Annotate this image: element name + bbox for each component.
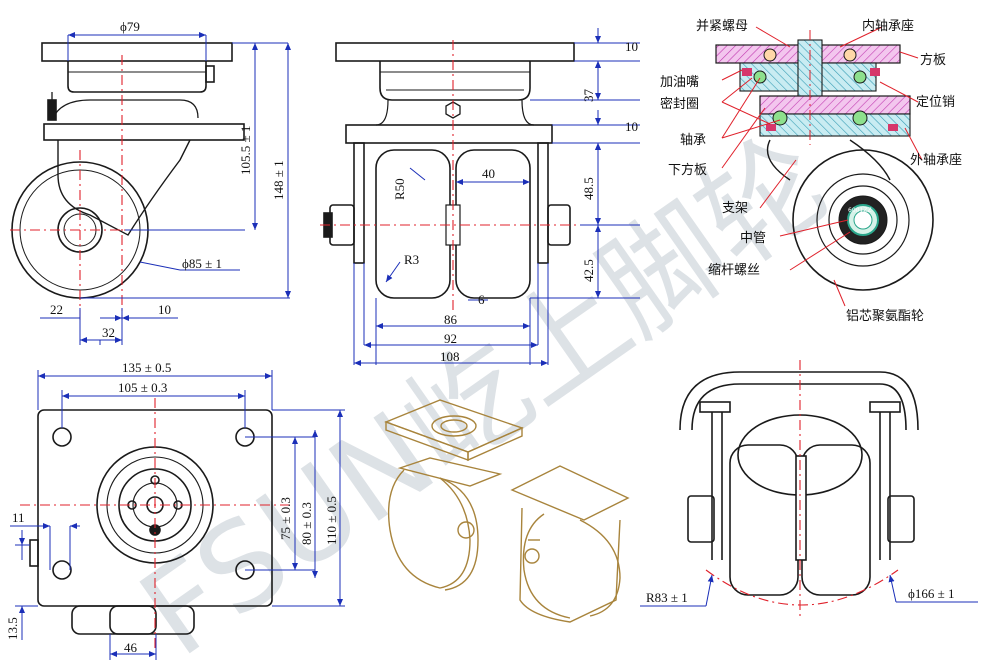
label-grease-nipple: 加油嘴 [660, 75, 699, 90]
dim-front-10a: 10 [625, 39, 638, 54]
label-locating-pin: 定位销 [916, 95, 955, 110]
top-plate-front [335, 42, 575, 62]
bolt-stub [47, 99, 57, 121]
label-inner-bearing-seat: 内轴承座 [862, 18, 914, 34]
side-view-dims [40, 32, 291, 345]
dim-rear-radius: R83 ± 1 [646, 590, 688, 605]
rear-view [679, 360, 919, 620]
dim-plate-hole-height-75: 75 ± 0.3 [278, 497, 293, 540]
dim-tread-radius: R50 [392, 178, 407, 200]
rear-view-dims [640, 574, 978, 607]
label-center-tube: 中管 [740, 231, 766, 246]
dim-plate-hole-width: 105 ± 0.3 [118, 380, 167, 395]
callout-leaders [721, 26, 923, 307]
dim-plate-hole-diameter: 11 [12, 510, 25, 525]
dim-edge-radius: R3 [404, 252, 419, 267]
dim-width-86: 86 [444, 312, 458, 327]
section-view: 6001ZZ [715, 30, 934, 291]
dim-wheel-width: 40 [482, 166, 495, 181]
dim-plate-outer-width: 135 ± 0.5 [122, 360, 171, 375]
fork-leg [57, 139, 191, 236]
dim-swivel-height: 105.5 ± 1 [238, 126, 253, 175]
top-plate [41, 42, 233, 62]
dim-rear-swing-diameter: ϕ166 ± 1 [908, 586, 954, 601]
dim-width-108: 108 [440, 349, 460, 364]
dim-offset-22: 22 [50, 302, 63, 317]
side-view [10, 42, 245, 320]
dim-plate-tread: 46 [124, 640, 138, 655]
front-view [320, 40, 585, 312]
grease-nipple-side [205, 65, 215, 83]
label-bracket: 支架 [722, 201, 748, 216]
dim-front-42-5: 42.5 [581, 259, 596, 282]
label-outer-bearing-seat: 外轴承座 [910, 153, 962, 168]
dim-offset-10: 10 [158, 302, 171, 317]
swivel-head [67, 61, 207, 93]
label-reduced-thread: 缩杆螺丝 [708, 262, 760, 278]
lower-plate-front [345, 124, 553, 144]
dim-offset-32: 32 [102, 325, 115, 340]
dim-plate-hole-height-80: 80 ± 0.3 [299, 502, 314, 545]
bearing-marking: 6001ZZ [848, 207, 872, 214]
watermark-text: FSUN屹上脚轮 [117, 111, 853, 669]
dim-plate-outer-height: 110 ± 0.5 [324, 496, 339, 545]
dim-top-diameter: ϕ79 [120, 19, 140, 34]
label-bearing: 轴承 [680, 133, 706, 148]
label-square-plate: 方板 [920, 52, 946, 68]
dim-gap: 6 [478, 292, 485, 307]
dim-front-48-5: 48.5 [581, 177, 596, 200]
grease-nipple-front [445, 101, 461, 119]
isometric-views [384, 399, 630, 623]
label-lower-plate: 下方板 [668, 162, 707, 178]
dim-front-37: 37 [581, 89, 596, 103]
watermark: FSUN屹上脚轮 [117, 111, 853, 669]
dim-width-92: 92 [444, 331, 457, 346]
dim-total-height: 148 ± 1 [271, 160, 286, 200]
label-wheel-material: 铝芯聚氨酯轮 [846, 309, 924, 324]
label-seal-ring: 密封圈 [660, 96, 699, 112]
plate-view-dims [10, 370, 345, 660]
section-wheel [792, 149, 934, 291]
wheel-left-front [375, 149, 451, 299]
lower-plate-side [43, 123, 245, 141]
label-lock-nut: 并紧螺母 [696, 19, 748, 34]
front-view-dims [353, 28, 640, 366]
dim-front-10b: 10 [625, 119, 638, 134]
dim-wheel-diameter: ϕ85 ± 1 [182, 256, 222, 271]
dim-plate-offset: 13.5 [5, 617, 20, 640]
